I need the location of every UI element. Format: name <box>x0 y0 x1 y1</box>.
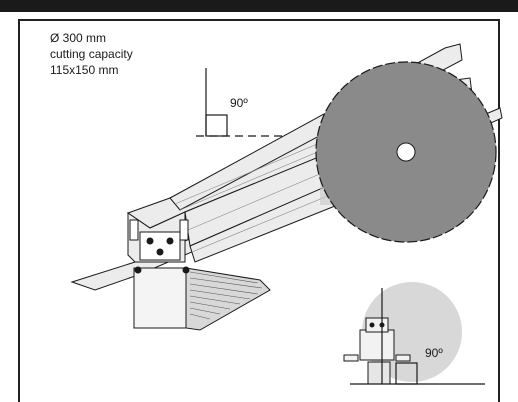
bottom-angle-label: 90º <box>425 346 443 360</box>
spec-text: Ø 300 mm cutting capacity 115x150 mm <box>50 30 133 78</box>
saw-blade <box>315 61 497 243</box>
cutting-capacity-label: cutting capacity <box>50 47 133 61</box>
bottom-angle-indicator <box>350 288 485 385</box>
diagram-frame <box>18 19 500 402</box>
cutting-capacity-value: 115x150 mm <box>50 63 119 77</box>
blade-diameter: Ø 300 mm <box>50 31 107 45</box>
profile-section <box>129 219 190 274</box>
header-bar <box>0 0 518 12</box>
profile-hatch <box>189 271 263 320</box>
top-angle-label: 90º <box>230 96 248 110</box>
